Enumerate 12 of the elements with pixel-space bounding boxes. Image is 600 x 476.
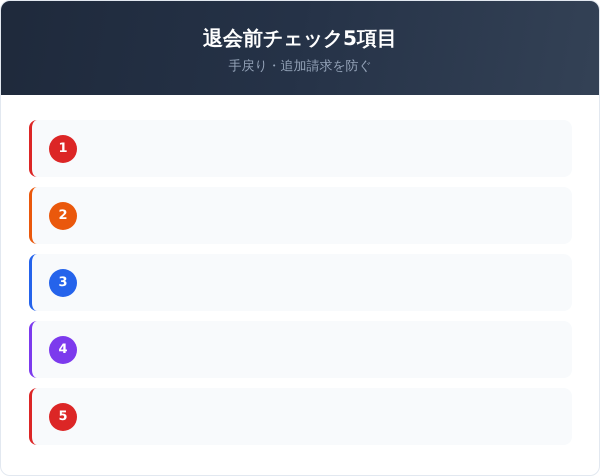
checklist-row xyxy=(29,388,572,445)
checklist-row xyxy=(29,187,572,244)
number-circle: 4 xyxy=(49,336,77,364)
subtitle: 手戻り・追加請求を防ぐ xyxy=(228,58,372,76)
checklist-row xyxy=(29,254,572,311)
checklist-row xyxy=(29,321,572,378)
title: 退会前チェック5項目 xyxy=(202,25,398,52)
checklist-row xyxy=(29,120,572,177)
number-circle: 3 xyxy=(49,268,77,296)
number-circle: 2 xyxy=(49,202,77,230)
number-circle: 1 xyxy=(49,134,77,162)
number-circle: 5 xyxy=(49,402,77,430)
